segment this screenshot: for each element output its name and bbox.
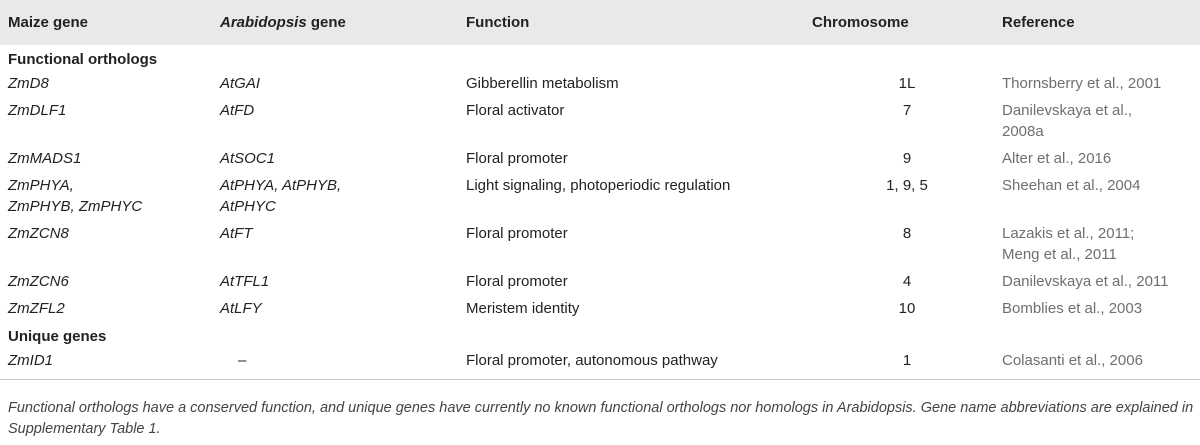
header-function: Function bbox=[466, 14, 530, 31]
header-maize-gene: Maize gene bbox=[8, 14, 89, 31]
table-row: ZmZCN6 AtTFL1 Floral promoter 4 Danilevs… bbox=[0, 268, 1200, 295]
function-cell: Floral promoter bbox=[466, 150, 568, 167]
chromosome-cell: 9 bbox=[902, 150, 912, 167]
section-row-functional-orthologs: Functional orthologs bbox=[0, 45, 1200, 70]
arabidopsis-gene-cell: AtFD bbox=[220, 102, 255, 119]
reference-line: Danilevskaya et al., bbox=[1002, 102, 1133, 119]
function-cell: Light signaling, photoperiodic regulatio… bbox=[466, 177, 731, 194]
chromosome-cell: 8 bbox=[902, 225, 912, 242]
reference-cell: Alter et al., 2016 bbox=[1002, 150, 1112, 167]
maize-gene-line: ZmPHYB, ZmPHYC bbox=[8, 198, 143, 215]
arabidopsis-gene-cell: AtLFY bbox=[220, 300, 262, 317]
chromosome-cell: 1 bbox=[812, 347, 1002, 380]
table-row: ZmPHYA,ZmPHYB, ZmPHYC AtPHYA, AtPHYB,AtP… bbox=[0, 172, 1200, 220]
section-row-unique-genes: Unique genes bbox=[0, 322, 1200, 347]
reference-cell: Sheehan et al., 2004 bbox=[1002, 177, 1141, 194]
maize-gene-cell: ZmZCN6 bbox=[8, 273, 69, 290]
function-cell: Floral activator bbox=[466, 102, 565, 119]
chromosome-cell: 1, 9, 5 bbox=[886, 177, 928, 194]
reference-cell: Thornsberry et al., 2001 bbox=[1002, 75, 1162, 92]
function-cell: Floral promoter, autonomous pathway bbox=[466, 347, 812, 380]
table-row: ZmZCN8 AtFT Floral promoter 8 Lazakis et… bbox=[0, 220, 1200, 268]
reference-line: 2008a bbox=[1002, 123, 1044, 140]
function-cell: Meristem identity bbox=[466, 300, 580, 317]
section-title: Functional orthologs bbox=[8, 51, 158, 68]
maize-gene-cell: ZmID1 bbox=[0, 347, 220, 380]
maize-gene-cell: ZmZFL2 bbox=[8, 300, 65, 317]
maize-gene-cell: ZmD8 bbox=[8, 75, 49, 92]
arabidopsis-gene-line: AtPHYA, AtPHYB, bbox=[220, 177, 342, 194]
arabidopsis-gene-line: AtPHYC bbox=[220, 198, 276, 215]
arabidopsis-gene-cell: AtTFL1 bbox=[220, 273, 270, 290]
header-row: Maize gene Arabidopsis gene Function Chr… bbox=[0, 0, 1200, 45]
table-footnote: Functional orthologs have a conserved fu… bbox=[8, 400, 1194, 437]
reference-cell: Danilevskaya et al., 2008a bbox=[1002, 97, 1200, 145]
arabidopsis-gene-cell: AtPHYA, AtPHYB, AtPHYC bbox=[220, 172, 466, 220]
header-arabidopsis-italic: Arabidopsis bbox=[220, 14, 307, 31]
table-row: ZmDLF1 AtFD Floral activator 7 Danilevsk… bbox=[0, 97, 1200, 145]
reference-cell: Lazakis et al., 2011; Meng et al., 2011 bbox=[1002, 220, 1200, 268]
table-row: ZmD8 AtGAI Gibberellin metabolism 1L Tho… bbox=[0, 70, 1200, 97]
gene-table: Maize gene Arabidopsis gene Function Chr… bbox=[0, 0, 1200, 380]
arabidopsis-gene-cell: – bbox=[220, 347, 466, 380]
header-arabidopsis-gene: Arabidopsis gene bbox=[220, 0, 466, 45]
reference-cell: Danilevskaya et al., 2011 bbox=[1002, 273, 1169, 290]
header-reference: Reference bbox=[1002, 14, 1075, 31]
reference-cell: Bomblies et al., 2003 bbox=[1002, 300, 1143, 317]
function-cell: Floral promoter bbox=[466, 225, 568, 242]
reference-line: Lazakis et al., 2011; bbox=[1002, 225, 1135, 242]
function-cell: Floral promoter bbox=[466, 273, 568, 290]
header-chromosome: Chromosome bbox=[812, 14, 909, 31]
reference-cell: Colasanti et al., 2006 bbox=[1002, 347, 1200, 380]
function-cell: Gibberellin metabolism bbox=[466, 75, 619, 92]
maize-gene-cell: ZmMADS1 bbox=[8, 150, 82, 167]
arabidopsis-gene-cell: AtFT bbox=[220, 225, 253, 242]
chromosome-cell: 4 bbox=[902, 273, 912, 290]
table-row: ZmID1 – Floral promoter, autonomous path… bbox=[0, 347, 1200, 380]
reference-line: Meng et al., 2011 bbox=[1002, 246, 1117, 263]
table-row: ZmMADS1 AtSOC1 Floral promoter 9 Alter e… bbox=[0, 145, 1200, 172]
maize-gene-line: ZmPHYA, bbox=[8, 177, 74, 194]
header-arabidopsis-rest: gene bbox=[306, 14, 346, 31]
table-row: ZmZFL2 AtLFY Meristem identity 10 Bombli… bbox=[0, 295, 1200, 322]
maize-gene-cell: ZmPHYA, ZmPHYB, ZmPHYC bbox=[0, 172, 220, 220]
arabidopsis-gene-cell: AtGAI bbox=[220, 75, 261, 92]
section-title: Unique genes bbox=[8, 328, 107, 345]
chromosome-cell: 10 bbox=[898, 300, 916, 317]
chromosome-cell: 7 bbox=[902, 102, 912, 119]
arabidopsis-gene-cell: AtSOC1 bbox=[220, 150, 276, 167]
chromosome-cell: 1L bbox=[898, 75, 916, 92]
maize-gene-cell: ZmZCN8 bbox=[8, 225, 69, 242]
maize-gene-cell: ZmDLF1 bbox=[8, 102, 67, 119]
